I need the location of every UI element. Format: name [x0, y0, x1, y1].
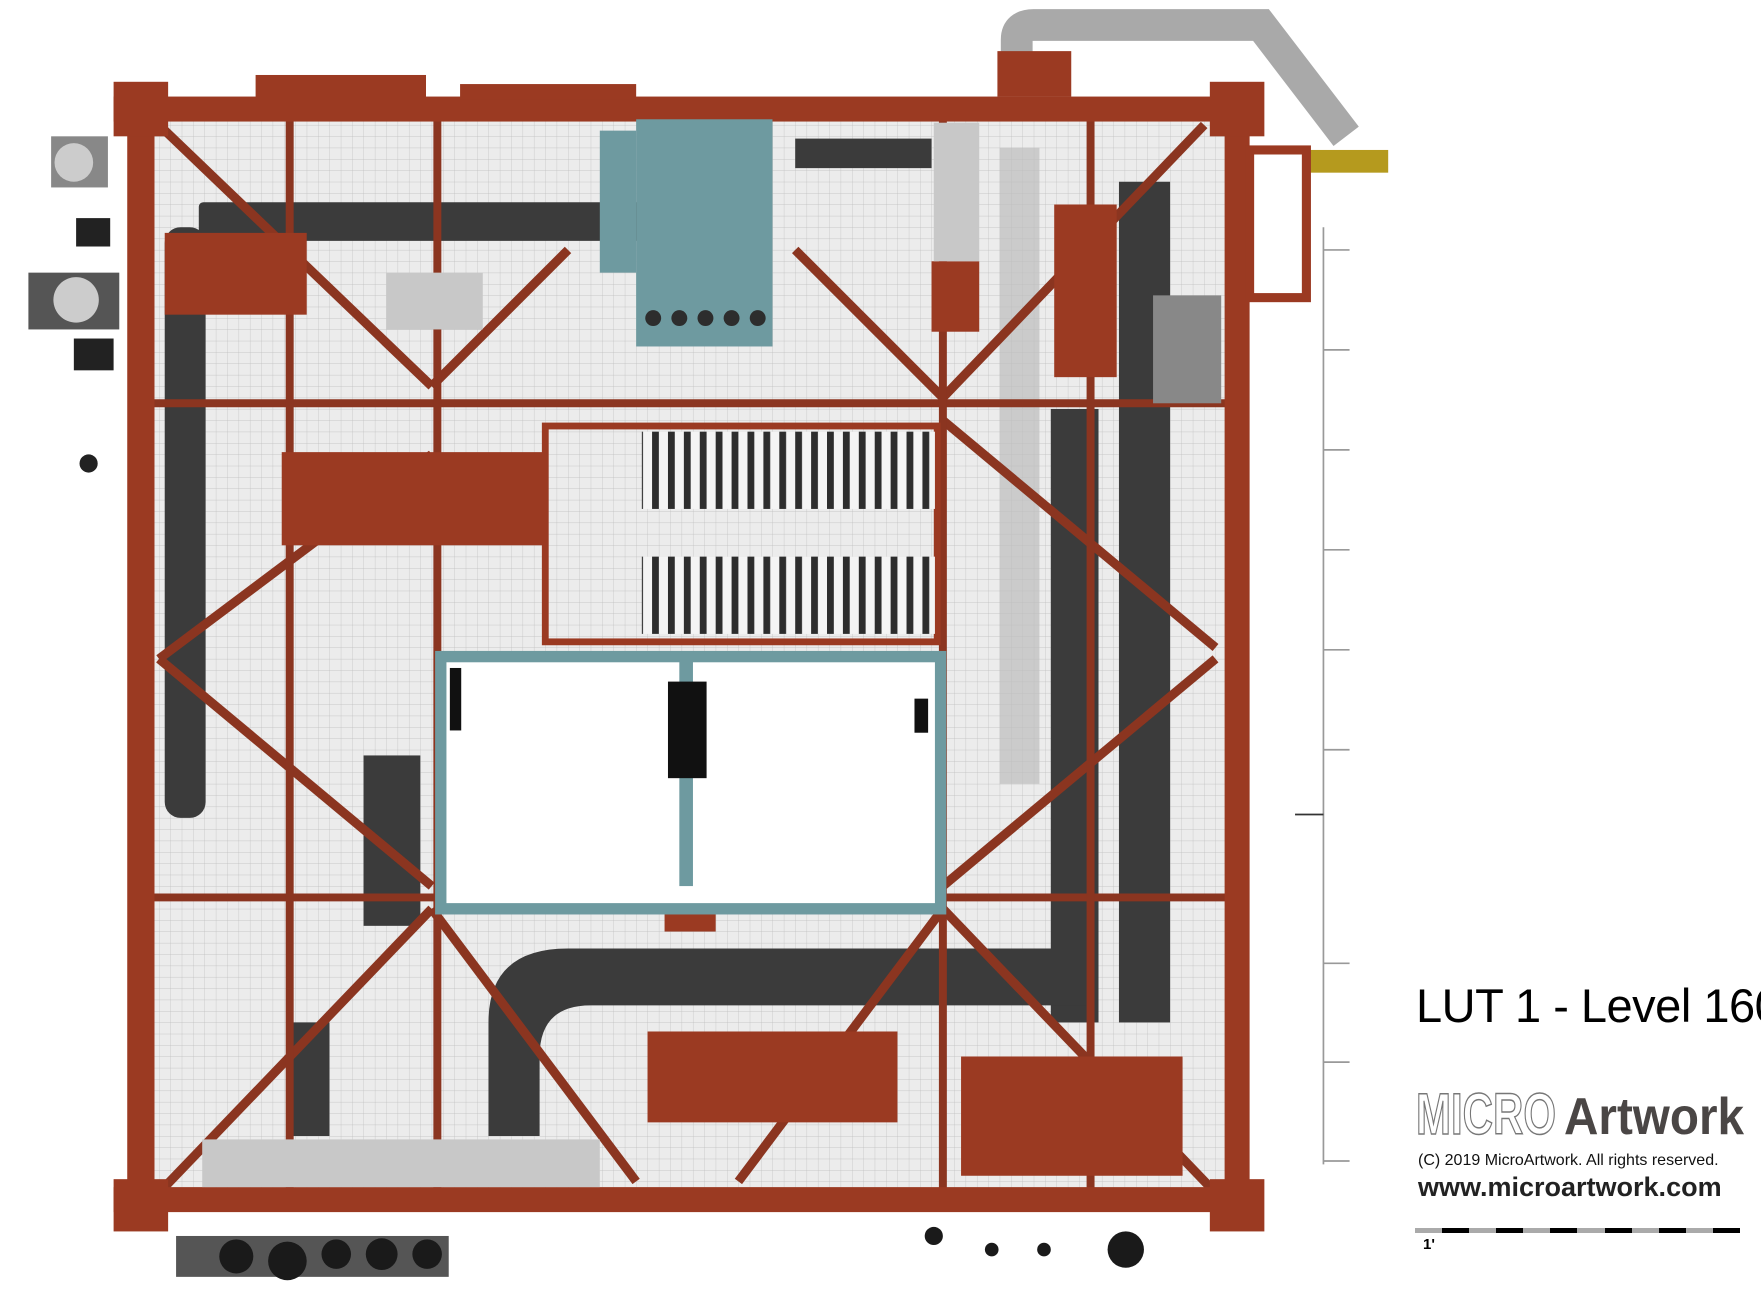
teal-side	[599, 130, 637, 273]
scale-bar	[1415, 1228, 1740, 1233]
logo-outline-text: MICRO	[1416, 1082, 1556, 1146]
map-title: LUT 1 - Level 160	[1416, 979, 1761, 1032]
large-pipe	[1000, 9, 1359, 146]
left-ports	[28, 136, 120, 473]
brass-pipe	[1306, 149, 1389, 173]
bottom-ports	[176, 1226, 1144, 1281]
logo-solid-text: Artwork	[1564, 1088, 1744, 1146]
copyright-text: (C) 2019 MicroArtwork. All rights reserv…	[1418, 1152, 1719, 1169]
website-link[interactable]: www.microartwork.com	[1418, 1172, 1722, 1202]
gray-equipment	[202, 122, 1222, 1188]
stairs-lower	[641, 556, 935, 634]
scale-label: 1'	[1423, 1236, 1435, 1253]
microartwork-logo: MICRO Artwork	[1416, 1081, 1744, 1146]
outer-frame	[113, 51, 1311, 1232]
teal-unit	[636, 119, 773, 347]
ducts	[164, 138, 1171, 1136]
stairs-upper	[641, 431, 935, 509]
vertical-pipe	[999, 147, 1040, 784]
vertical-scale-ruler	[1295, 227, 1350, 1165]
equipment-blocks	[164, 204, 1183, 1176]
stair-enclosure	[541, 422, 941, 646]
